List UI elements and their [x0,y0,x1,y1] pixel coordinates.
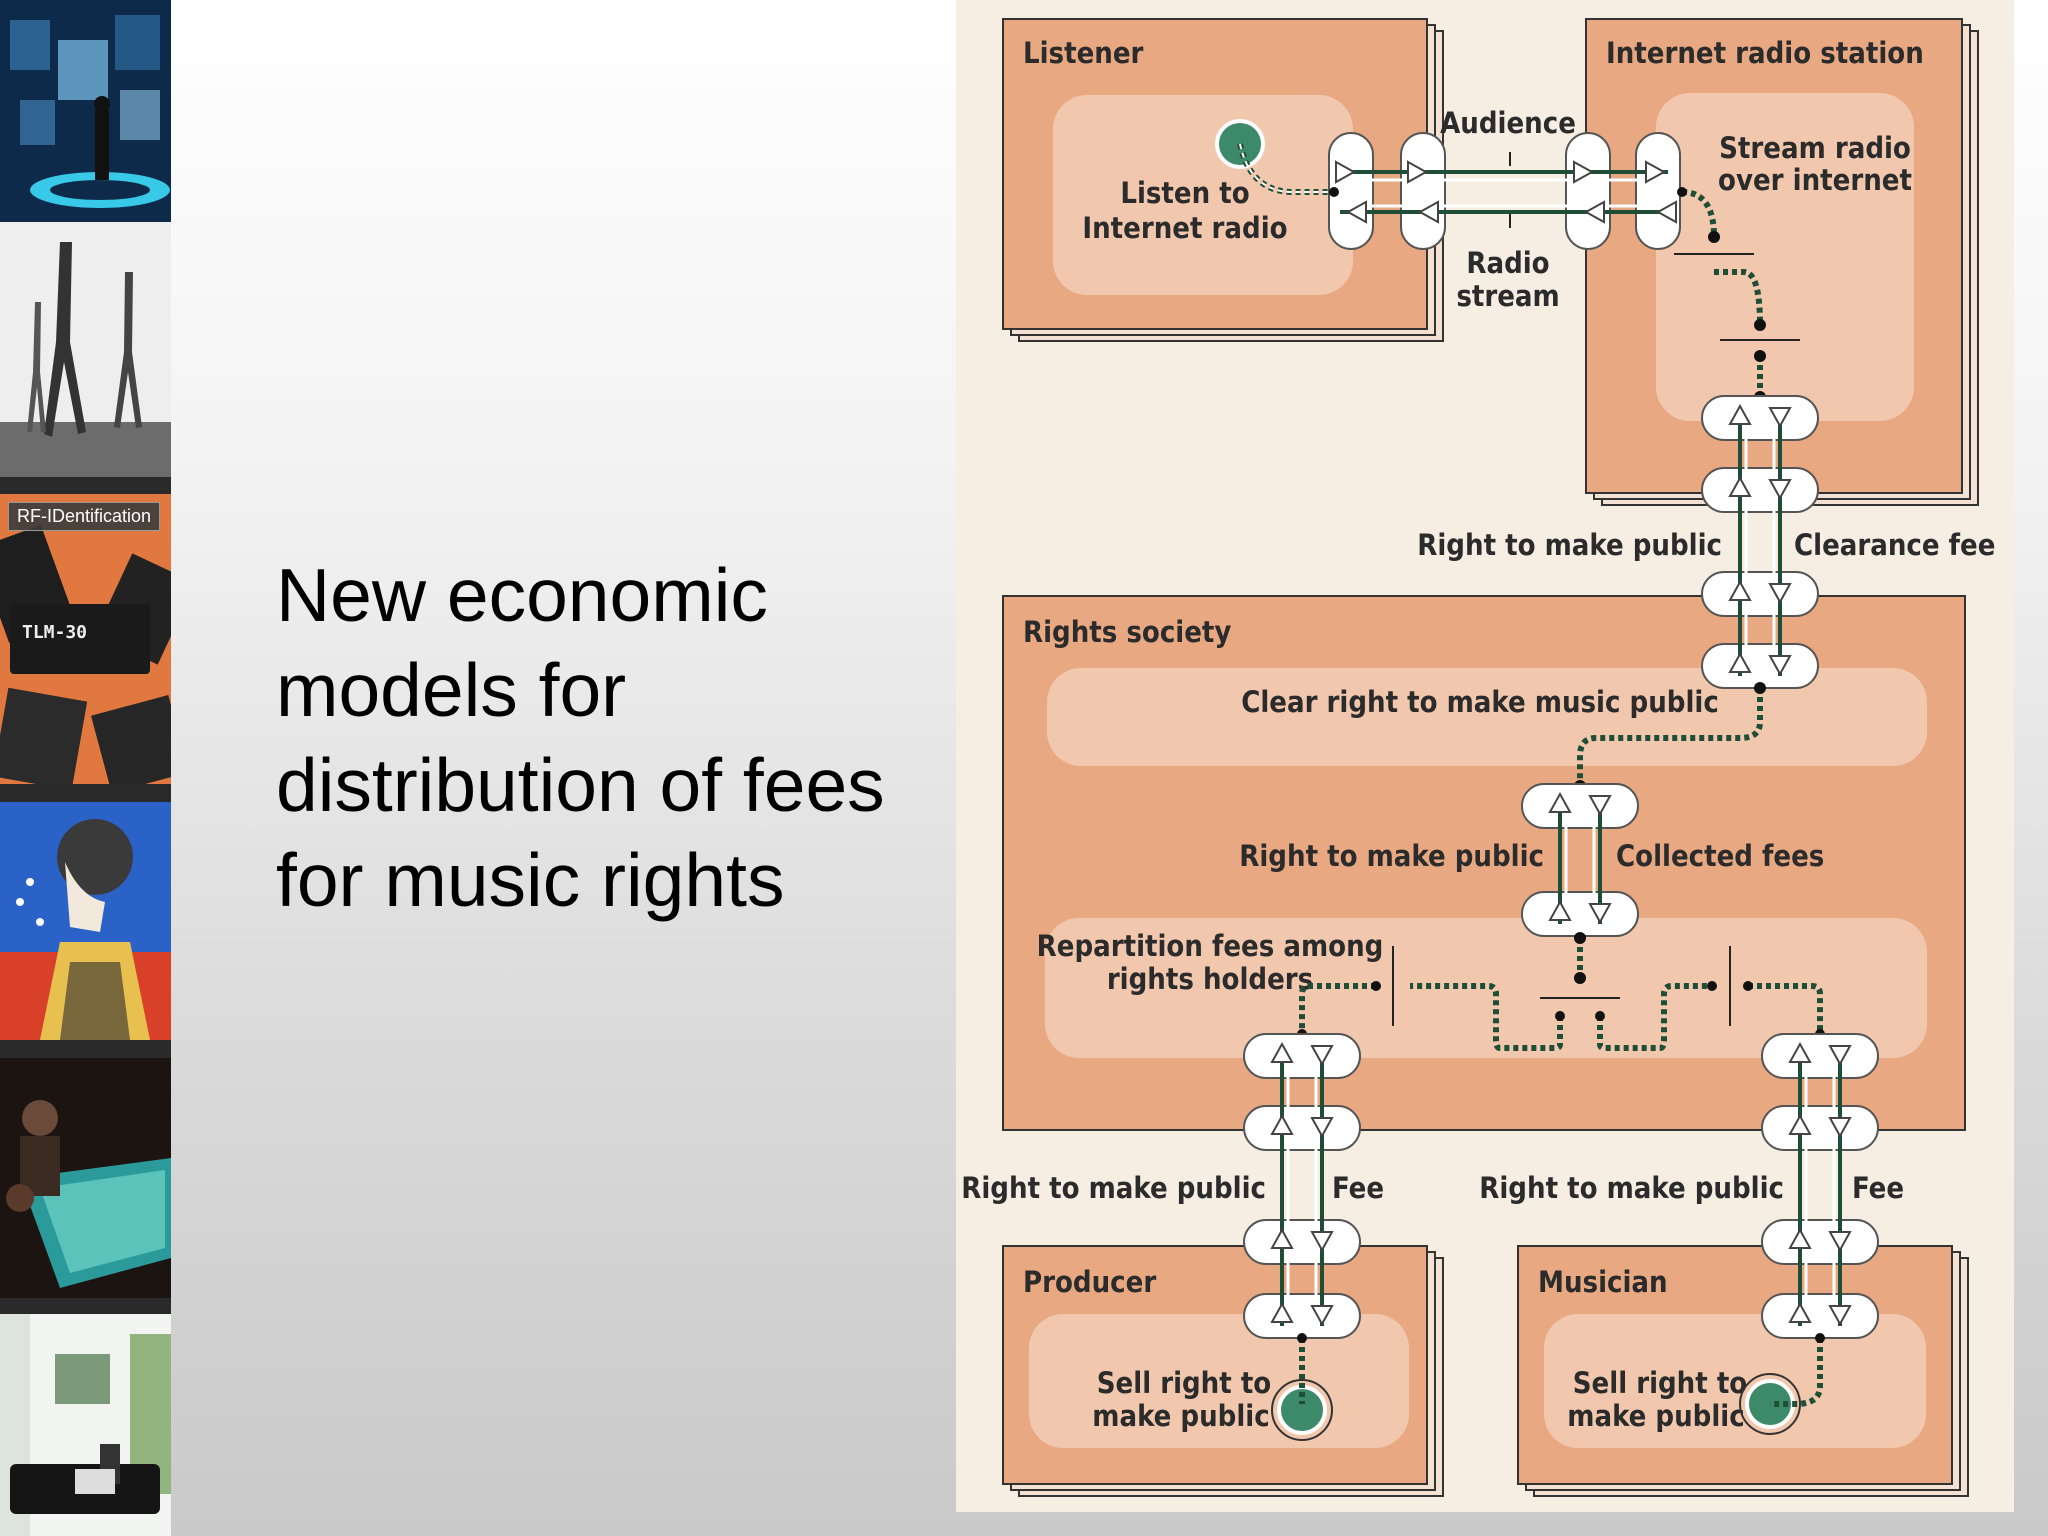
producer-link-right-label: Fee [1332,1171,1384,1205]
producer-link: Right to make public Fee [961,1033,1384,1339]
inner-link-right-label: Collected fees [1616,839,1824,873]
music-rights-diagram: Listener Listen to Internet radio Intern… [956,0,2014,1512]
listener-activity-line1: Listen to [1120,176,1249,210]
musician-title: Musician [1538,1265,1668,1299]
audience-label: Audience [1440,106,1576,140]
interactive-table-photo [0,1058,171,1298]
chip-label: TLM-30 [22,622,88,643]
station-activity-line1: Stream radio [1719,131,1911,165]
rfid-chips-photo: RF-IDentification TLM-30 [0,494,171,784]
producer-title: Producer [1023,1265,1156,1299]
musician-activity-line2: make public [1567,1399,1744,1433]
repartition-activity-line2: rights holders [1107,962,1313,996]
station-link-right-label: Clearance fee [1794,528,1995,562]
station-link-left-label: Right to make public [1417,528,1722,562]
repartition-activity-line1: Repartition fees among [1037,929,1384,963]
station-society-link: Right to make public Clearance fee [1417,395,1995,689]
rfid-label: RF-IDentification [8,502,161,531]
society-inner-link: Right to make public Collected fees [1239,783,1824,937]
musician-link-left-label: Right to make public [1479,1171,1784,1205]
rights-society-title: Rights society [1023,615,1231,649]
clear-right-activity: Clear right to make music public [1241,685,1719,719]
cubist-portrait-painting [0,802,171,1040]
producer-activity-line1: Sell right to [1097,1366,1271,1400]
producer-link-left-label: Right to make public [961,1171,1266,1205]
walking-sculptures-photo [0,222,171,477]
radio-stream-label-line1: Radio [1466,246,1549,280]
musician-link: Right to make public Fee [1479,1033,1904,1339]
thumbnail-sidebar: RF-IDentification TLM-30 [0,0,171,1536]
producer-role-box: Producer Sell right to make public [1002,1245,1444,1497]
musician-role-box: Musician Sell right to make public [1517,1245,1969,1497]
musician-link-right-label: Fee [1852,1171,1904,1205]
living-room-photo [0,1314,171,1536]
virtual-screens-photo [0,0,171,222]
audience-stream-link: Audience Radio stream [1328,106,1681,313]
slide-title: New economic models for distribution of … [276,553,885,922]
station-activity-line2: over internet [1718,163,1912,197]
station-title: Internet radio station [1606,36,1924,70]
listener-title: Listener [1023,36,1144,70]
producer-activity-line2: make public [1092,1399,1269,1433]
inner-link-left-label: Right to make public [1239,839,1544,873]
listener-activity-line2: Internet radio [1082,211,1287,245]
musician-activity-line1: Sell right to [1573,1366,1747,1400]
radio-stream-label-line2: stream [1456,279,1559,313]
